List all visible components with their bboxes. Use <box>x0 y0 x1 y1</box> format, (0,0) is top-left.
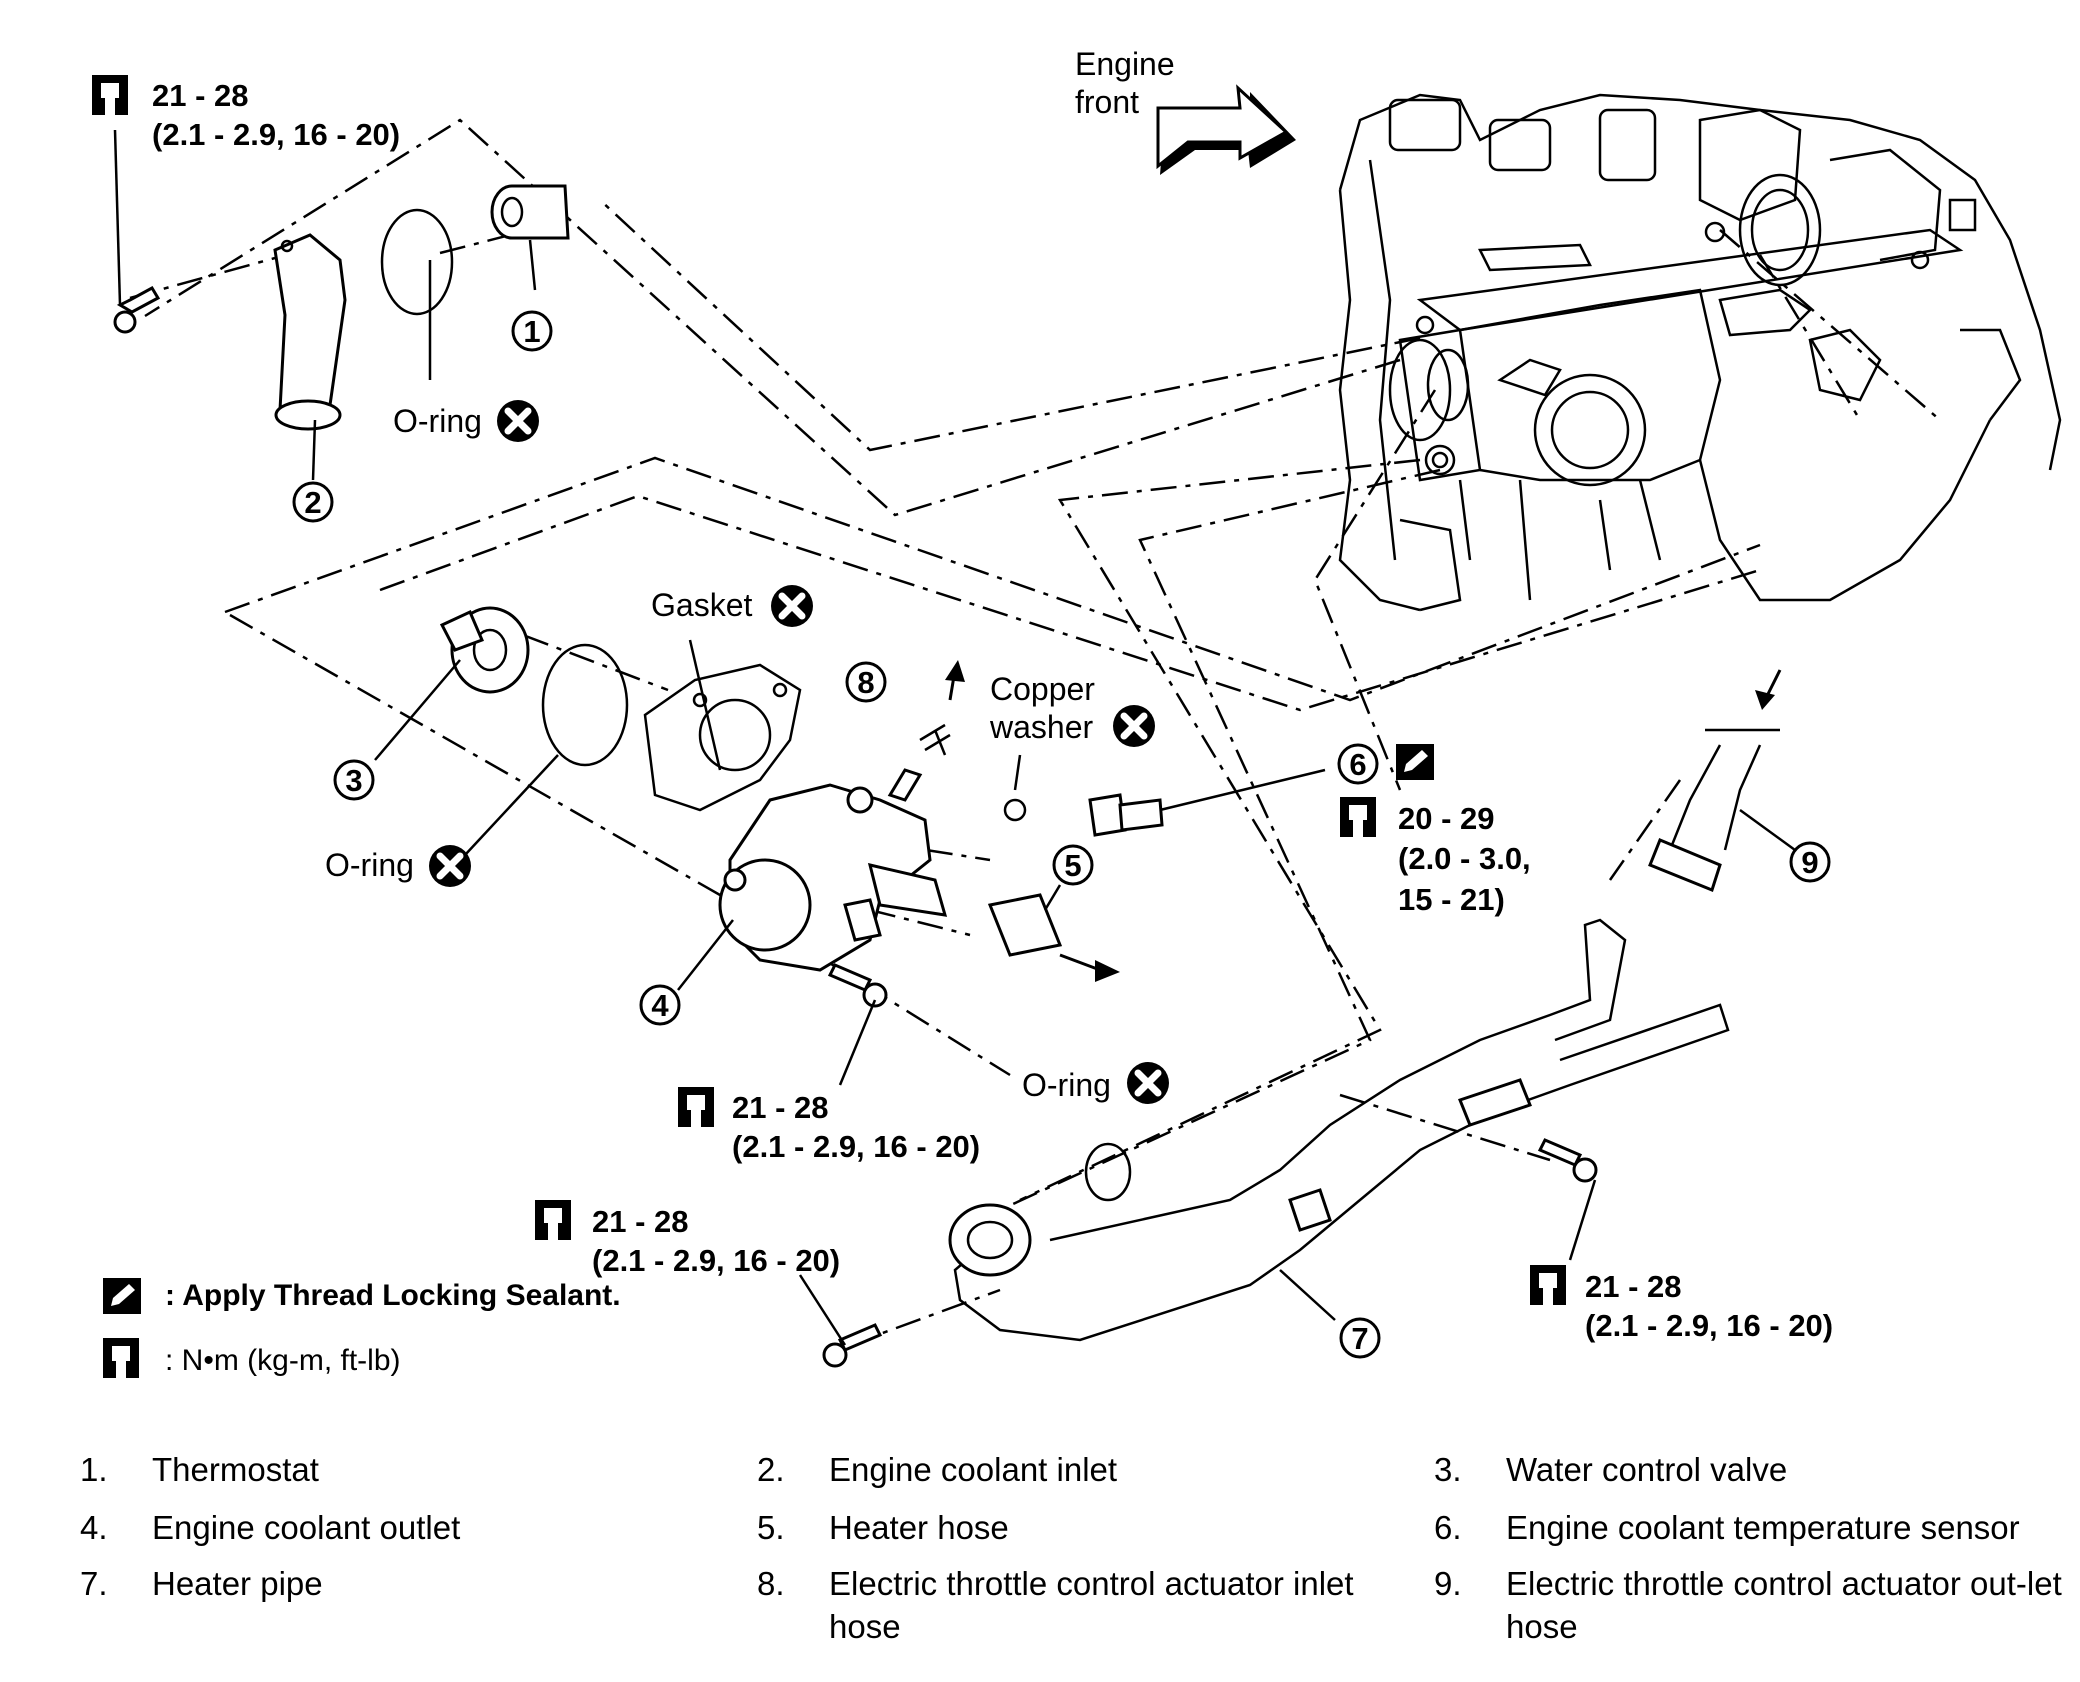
torque-wrench-icon <box>1340 797 1376 837</box>
svg-text:6: 6 <box>1349 747 1366 782</box>
replace-x-icon <box>1113 705 1155 747</box>
copper-washer-label-1: Copper <box>990 671 1095 707</box>
torque-4-line-2: (2.1 - 2.9, 16 - 20) <box>1585 1308 1833 1343</box>
torque-3-line-1: 21 - 28 <box>592 1204 689 1239</box>
torque-wrench-icon <box>1530 1265 1566 1305</box>
callout-4: 4 <box>639 984 681 1026</box>
parts-list-item-9: 9.Electric throttle control actuator out… <box>1434 1565 2062 1645</box>
callout-8: 8 <box>845 661 887 703</box>
legend-torque-unit-text: : N•m (kg-m, ft-lb) <box>165 1344 401 1377</box>
parts-list-item-6: 6.Engine coolant temperature sensor <box>1434 1509 2020 1546</box>
thermostat-illustration <box>490 184 570 240</box>
engine-front-label-2: front <box>1075 84 1139 120</box>
callout-2: 2 <box>292 481 334 523</box>
torque-wrench-icon <box>92 75 128 115</box>
torque-1-line-1: 21 - 28 <box>152 78 249 113</box>
leader-lines <box>113 129 1796 1346</box>
heater-hose-illustration <box>987 893 1120 982</box>
engine-front-label-1: Engine <box>1075 46 1175 82</box>
svg-text:9: 9 <box>1801 845 1818 880</box>
svg-text:5: 5 <box>1064 848 1081 883</box>
callout-1: 1 <box>511 310 553 352</box>
copper-washer-label-2: washer <box>989 709 1094 745</box>
replace-x-icon <box>429 845 471 887</box>
thread-sealant-pencil-icon <box>1396 744 1434 780</box>
svg-text:1: 1 <box>523 314 540 349</box>
parts-list-item-4: 4.Engine coolant outlet <box>80 1509 461 1546</box>
parts-list-item-3: 3.Water control valve <box>1434 1451 1788 1488</box>
callout-5: 5 <box>1052 844 1094 886</box>
torque-6-line-3: 15 - 21) <box>1398 882 1505 917</box>
svg-text:7: 7 <box>1351 1321 1368 1356</box>
torque-1-line-2: (2.1 - 2.9, 16 - 20) <box>152 117 400 152</box>
bolt-4-illustration <box>822 1323 883 1368</box>
bolt-2-illustration <box>827 963 888 1008</box>
replace-x-icon <box>771 585 813 627</box>
svg-text:2: 2 <box>304 485 321 520</box>
gasket-label: Gasket <box>651 587 752 623</box>
o-ring-label-2: O-ring <box>325 847 414 883</box>
callout-3: 3 <box>333 759 375 801</box>
parts-list-item-7: 7.Heater pipe <box>80 1565 323 1602</box>
bolt-1-illustration <box>113 285 161 334</box>
svg-text:4: 4 <box>651 988 669 1023</box>
svg-text:8: 8 <box>857 665 874 700</box>
torque-3-line-2: (2.1 - 2.9, 16 - 20) <box>592 1243 840 1278</box>
callout-7: 7 <box>1339 1317 1381 1359</box>
engine-front-arrow-icon <box>1156 84 1296 175</box>
o-ring-label-3: O-ring <box>1022 1067 1111 1103</box>
legend-sealant-text: : Apply Thread Locking Sealant. <box>165 1279 621 1312</box>
gasket-illustration <box>643 663 802 812</box>
torque-2-line-2: (2.1 - 2.9, 16 - 20) <box>732 1129 980 1164</box>
torque-2-line-1: 21 - 28 <box>732 1090 829 1125</box>
water-control-valve-illustration <box>439 606 530 694</box>
o-ring-label-1: O-ring <box>393 403 482 439</box>
bolt-3-illustration <box>1537 1138 1598 1183</box>
torque-wrench-icon <box>535 1200 571 1240</box>
replace-x-icon <box>1127 1062 1169 1104</box>
parts-list-item-1: 1.Thermostat <box>80 1451 319 1488</box>
temperature-sensor-illustration <box>1088 793 1164 837</box>
parts-list-item-5: 5.Heater hose <box>757 1509 1009 1546</box>
engine-block-illustration <box>1338 93 2062 612</box>
outlet-hose-illustration <box>1648 669 1782 892</box>
coolant-inlet-illustration <box>273 233 347 431</box>
hose-8-illustration <box>919 660 965 756</box>
o-ring-2-illustration <box>541 643 629 767</box>
coolant-outlet-illustration <box>718 768 948 972</box>
parts-list-item-8: 8.Electric throttle control actuator inl… <box>757 1565 1354 1645</box>
torque-6-line-2: (2.0 - 3.0, <box>1398 841 1531 876</box>
o-ring-3-illustration <box>1084 1142 1132 1202</box>
callout-6: 6 <box>1337 743 1379 785</box>
o-ring-1-illustration <box>380 208 454 316</box>
parts-list-item-2: 2.Engine coolant inlet <box>757 1451 1118 1488</box>
callout-9: 9 <box>1789 841 1831 883</box>
replace-x-icon <box>497 400 539 442</box>
svg-text:3: 3 <box>345 763 362 798</box>
legend-wrench-icon <box>103 1338 139 1378</box>
torque-wrench-icon <box>678 1087 714 1127</box>
torque-6-line-1: 20 - 29 <box>1398 801 1495 836</box>
legend-pencil-icon <box>103 1278 141 1314</box>
heater-pipe-illustration <box>948 918 1730 1342</box>
torque-4-line-1: 21 - 28 <box>1585 1269 1682 1304</box>
copper-washer-illustration <box>1003 798 1027 822</box>
